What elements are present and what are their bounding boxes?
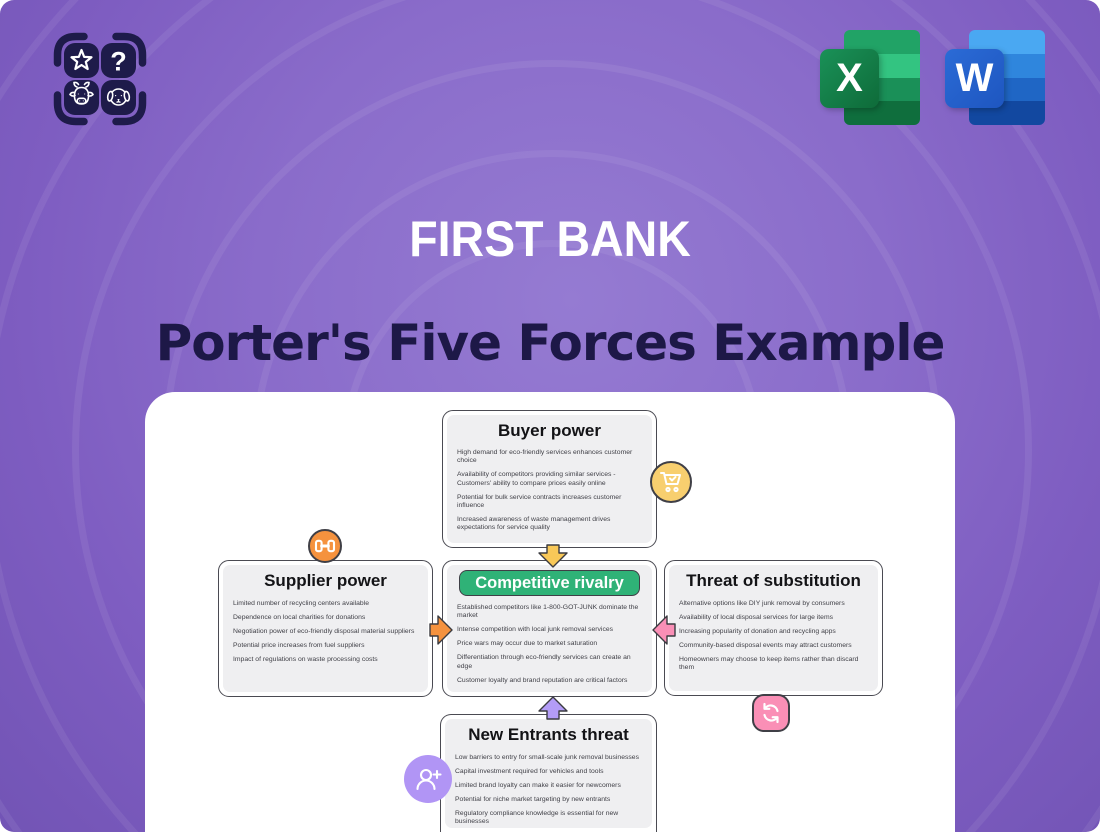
bullet-item: Capital investment required for vehicles… bbox=[455, 767, 604, 775]
threat-of-substitution-title: Threat of substitution bbox=[686, 571, 861, 590]
star-icon bbox=[64, 43, 99, 78]
supplier-power-title: Supplier power bbox=[264, 571, 387, 590]
competitive-rivalry-title: Competitive rivalry bbox=[459, 570, 640, 596]
supplier-power-list: Limited number of recycling centers avai… bbox=[233, 600, 418, 664]
bullet-item: Established competitors like 1-800-GOT-J… bbox=[457, 604, 639, 620]
arrow-right-icon bbox=[429, 615, 453, 645]
new-entrants-box: New Entrants threat Low barriers to entr… bbox=[440, 714, 657, 832]
excel-icon: X bbox=[820, 30, 920, 125]
bullet-item: Potential for bulk service contracts inc… bbox=[457, 493, 622, 510]
refresh-icon bbox=[752, 694, 790, 732]
arrow-down-icon bbox=[538, 544, 568, 568]
bullet-item: Impact of regulations on waste processin… bbox=[233, 655, 378, 663]
bullet-item: Negotiation power of eco-friendly dispos… bbox=[233, 627, 415, 635]
bullet-item: Price wars may occur due to market satur… bbox=[457, 640, 598, 648]
buyer-power-title: Buyer power bbox=[498, 421, 601, 440]
person-plus-icon bbox=[404, 755, 452, 803]
bullet-item: High demand for eco-friendly services en… bbox=[457, 449, 633, 465]
buyer-power-list: High demand for eco-friendly services en… bbox=[457, 449, 642, 533]
bullet-item: Limited number of recycling centers avai… bbox=[233, 600, 370, 607]
page-title: Porter's Five Forces Example bbox=[155, 314, 946, 372]
dumbbell-icon bbox=[308, 529, 342, 563]
bullet-item: Availability of local disposal services … bbox=[679, 613, 834, 621]
logo-frame-corner bbox=[53, 32, 88, 67]
new-entrants-title: New Entrants threat bbox=[468, 725, 629, 744]
bullet-item: Alternative options like DIY junk remova… bbox=[679, 600, 845, 607]
bullet-item: Potential price increases from fuel supp… bbox=[233, 641, 365, 649]
threat-of-substitution-list: Alternative options like DIY junk remova… bbox=[679, 600, 868, 673]
bullet-item: Increasing popularity of donation and re… bbox=[679, 627, 836, 635]
bullet-item: Regulatory compliance knowledge is essen… bbox=[455, 809, 619, 826]
cart-icon bbox=[650, 461, 692, 503]
question-icon bbox=[101, 43, 136, 78]
bullet-item: Low barriers to entry for small-scale ju… bbox=[455, 754, 639, 761]
excel-letter: X bbox=[820, 49, 879, 108]
dog-icon bbox=[101, 80, 136, 115]
company-title: FIRST BANK bbox=[409, 211, 691, 267]
bullet-item: Limited brand loyalty can make it easier… bbox=[455, 781, 621, 789]
bullet-item: Community-based disposal events may attr… bbox=[679, 641, 852, 649]
word-icon: W bbox=[945, 30, 1045, 125]
bullet-item: Intense competition with local junk remo… bbox=[457, 626, 614, 634]
svg-text:?: ? bbox=[110, 47, 127, 77]
bullet-item: Increased awareness of waste management … bbox=[457, 516, 611, 532]
threat-of-substitution-box: Threat of substitution Alternative optio… bbox=[664, 560, 883, 696]
competitive-rivalry-box: Competitive rivalry Established competit… bbox=[442, 560, 657, 697]
supplier-power-box: Supplier power Limited number of recycli… bbox=[218, 560, 433, 697]
app-logo: ? bbox=[53, 32, 147, 126]
bullet-item: Dependence on local charities for donati… bbox=[233, 613, 366, 621]
buyer-power-box: Buyer power High demand for eco-friendly… bbox=[442, 410, 657, 548]
arrow-left-icon bbox=[652, 615, 676, 645]
bullet-item: Availability of competitors providing si… bbox=[457, 471, 616, 487]
new-entrants-list: Low barriers to entry for small-scale ju… bbox=[455, 754, 642, 827]
competitive-rivalry-list: Established competitors like 1-800-GOT-J… bbox=[457, 604, 642, 685]
bullet-item: Potential for niche market targeting by … bbox=[455, 795, 611, 803]
bullet-item: Differentiation through eco-friendly ser… bbox=[457, 654, 631, 670]
bullet-item: Homeowners may choose to keep items rath… bbox=[679, 655, 859, 672]
arrow-up-icon bbox=[538, 696, 568, 720]
word-letter: W bbox=[945, 49, 1004, 108]
bullet-item: Customer loyalty and brand reputation ar… bbox=[457, 676, 628, 684]
